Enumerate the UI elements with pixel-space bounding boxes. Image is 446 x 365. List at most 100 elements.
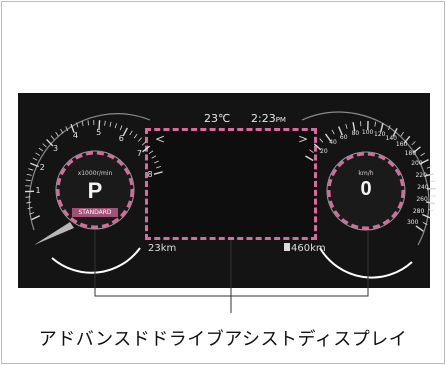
speedometer-unit: km/h [358, 170, 374, 177]
gauge-tick [424, 172, 434, 177]
fuel-pump-icon [284, 243, 290, 251]
gauge-tick [50, 135, 55, 140]
speedometer-ticks [305, 121, 436, 232]
gauge-tick [319, 138, 324, 143]
gauge-tick-label: 6 [118, 134, 124, 144]
gauge-tick [156, 165, 162, 169]
gauge-tick [87, 120, 89, 126]
gauge-tick [374, 121, 376, 127]
gauge-tick [153, 171, 163, 175]
gauge-tick [35, 152, 41, 156]
fuel-arc [51, 247, 141, 274]
gauge-tick-label: 120 [374, 130, 386, 138]
rpm-bar-icon [34, 222, 74, 245]
gauge-tick [412, 146, 421, 154]
figure-caption: アドバンスドドライブアシストディスプレイ [38, 329, 408, 350]
gauge-tick [55, 131, 59, 137]
gauge-tick [114, 123, 118, 129]
gauge-tick [38, 147, 44, 152]
gauge-tick [345, 123, 348, 129]
gauge-tick [46, 138, 54, 147]
tachometer [25, 113, 163, 274]
gauge-tick-label: 7 [136, 149, 142, 159]
chevron-left-icon[interactable]: < [155, 132, 166, 146]
gauge-tick [420, 158, 429, 165]
advanced-drive-assist-display [147, 130, 315, 238]
gauge-tick-label: 20 [320, 147, 328, 155]
gauge-tick-label: 220 [415, 171, 427, 179]
gauge-tick [392, 127, 398, 137]
gauge-tick-label: 5 [96, 128, 102, 138]
gauge-tick-label: 8 [147, 170, 153, 180]
clock-readout: 2:23PM [251, 112, 286, 125]
tachometer-highlight-ring [56, 151, 134, 229]
gauge-tick [26, 201, 32, 204]
gauge-tick-label: 280 [412, 207, 425, 215]
gauge-tick-label: 140 [385, 134, 397, 142]
gauge-tick [400, 131, 404, 137]
gauge-tick [338, 126, 343, 136]
gauge-tick [148, 150, 154, 154]
gauge-tick [422, 221, 428, 226]
gauge-tick-label: 180 [404, 150, 417, 158]
gauge-tick [420, 152, 426, 157]
gauge-tick-label: 3 [53, 143, 59, 153]
gauge-tick-label: 260 [416, 196, 428, 204]
status-bar: 23℃ 2:23PM [0, 112, 446, 126]
gauge-tick-label: 1 [35, 186, 41, 196]
gauge-tick [305, 155, 314, 162]
gauge-tick [403, 135, 411, 144]
gauge-tick [137, 137, 142, 142]
odometer: 23km [148, 243, 177, 254]
gauge-tick [104, 120, 106, 126]
gauge-tick [331, 129, 335, 135]
speedometer [301, 111, 436, 279]
gauge-tick [324, 133, 332, 142]
gear-indicator: P [87, 178, 103, 203]
gauge-tick [380, 122, 384, 132]
drive-mode-label: STANDARD [78, 209, 112, 216]
gauge-tick [415, 225, 424, 232]
gauge-tick [109, 121, 112, 127]
gauge-tick [70, 123, 75, 133]
gauge-tick [129, 130, 133, 136]
gauge-tick [27, 206, 33, 210]
gauge-tick [26, 173, 32, 176]
gauge-tick-label: 200 [411, 160, 423, 168]
gauge-tick [30, 162, 39, 168]
gauge-tick [309, 149, 314, 153]
gauge-tick [425, 201, 435, 205]
gauge-tick [98, 120, 101, 130]
gauge-tick-label: 40 [329, 139, 337, 147]
gauge-tick [428, 209, 434, 212]
drive-mode-badge [72, 208, 118, 217]
gauge-tick-label: 80 [351, 129, 360, 137]
gauge-tick-label: 2 [39, 163, 45, 173]
gauge-tick [411, 141, 416, 146]
gauge-tick [60, 128, 64, 134]
clock-suffix: PM [275, 116, 286, 124]
gauge-tick [422, 213, 431, 219]
gauge-tick [426, 166, 432, 169]
gauge-tick [141, 141, 147, 146]
display-highlight [145, 128, 317, 240]
gauge-tick [119, 125, 123, 131]
gauge-tick [313, 143, 322, 151]
gauge-tick [25, 179, 31, 182]
gauge-tick [29, 212, 35, 215]
tachometer-unit: x1000r/min [77, 170, 113, 177]
gauge-tick-label: 4 [72, 131, 79, 141]
gauge-tick-label: 100 [361, 129, 374, 137]
gauge-tick [25, 196, 31, 198]
gauge-tick-label: 240 [417, 184, 429, 191]
gauge-tick [81, 121, 84, 127]
temp-arc [319, 247, 413, 279]
gauge-tick-label: 160 [395, 141, 408, 149]
gauge-tick [31, 215, 41, 221]
gauge-tick [32, 157, 38, 161]
gauge-tick [133, 133, 138, 139]
chevron-right-icon[interactable]: > [298, 132, 309, 146]
gauge-tick-label: 60 [339, 133, 348, 141]
